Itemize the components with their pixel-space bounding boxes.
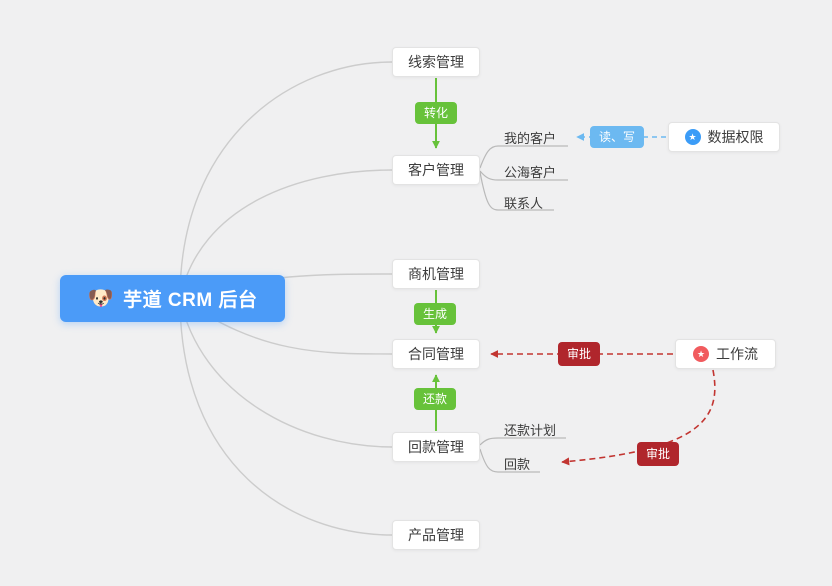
node-customer-label: 客户管理	[408, 162, 464, 178]
node-product[interactable]: 产品管理	[392, 520, 480, 550]
child-repayment[interactable]: 回款	[504, 457, 531, 472]
node-opportunity-label: 商机管理	[408, 266, 464, 282]
node-leads-label: 线索管理	[408, 54, 464, 70]
edge-label-approve-receivable: 审批	[636, 442, 680, 466]
node-product-label: 产品管理	[408, 527, 464, 543]
child-public-customer[interactable]: 公海客户	[504, 165, 557, 180]
child-repayment-plan[interactable]: 还款计划	[504, 423, 557, 438]
edge-label-repay: 还款	[413, 388, 457, 410]
node-workflow-label: 工作流	[716, 346, 758, 362]
root-node[interactable]: 🐶 芋道 CRM 后台	[60, 275, 285, 322]
star-icon: ★	[693, 346, 709, 362]
node-receivable-label: 回款管理	[408, 439, 464, 455]
root-label: 芋道 CRM 后台	[123, 290, 258, 311]
node-customer[interactable]: 客户管理	[392, 155, 480, 185]
node-contract[interactable]: 合同管理	[392, 339, 480, 369]
edge-label-generate: 生成	[413, 303, 457, 325]
node-data-permission-label: 数据权限	[707, 129, 764, 145]
node-opportunity[interactable]: 商机管理	[392, 259, 480, 289]
child-my-customer[interactable]: 我的客户	[504, 131, 557, 146]
node-data-permission[interactable]: ★ 数据权限	[668, 122, 780, 152]
edge-label-approve-contract: 审批	[557, 342, 601, 366]
child-connectors	[479, 145, 568, 473]
node-workflow[interactable]: ★ 工作流	[675, 339, 776, 369]
dog-icon: 🐶	[87, 286, 115, 310]
edge-label-read-write: 读、写	[589, 126, 645, 148]
node-contract-label: 合同管理	[408, 346, 464, 362]
child-contact[interactable]: 联系人	[504, 196, 544, 211]
edge-label-convert: 转化	[414, 102, 458, 124]
node-leads[interactable]: 线索管理	[392, 47, 480, 77]
dashed-arrows	[490, 133, 716, 466]
star-icon: ★	[684, 129, 701, 145]
node-receivable[interactable]: 回款管理	[392, 432, 480, 462]
